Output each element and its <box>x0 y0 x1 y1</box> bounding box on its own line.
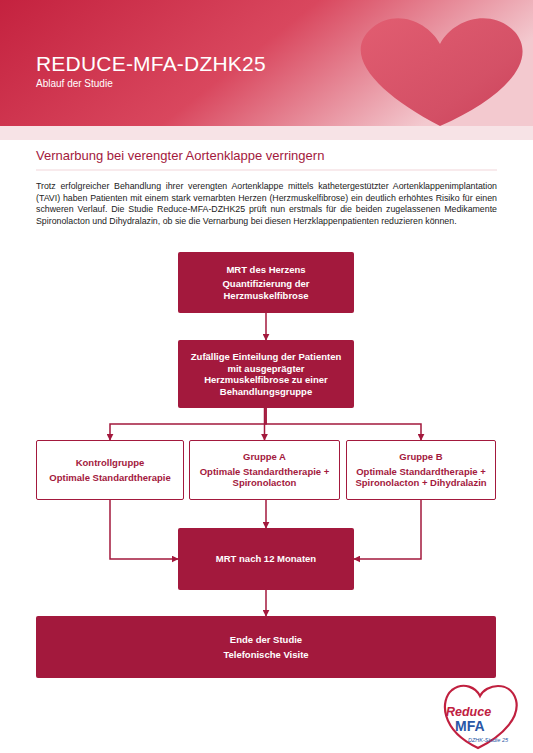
flow-arrow <box>265 590 267 616</box>
logo-text: Reduce <box>446 705 516 719</box>
node-text: Optimale Standardtherapie + Spironolacto… <box>355 466 487 489</box>
flow-arrow <box>110 408 266 440</box>
node-text: Optimale Standardtherapie <box>49 472 170 484</box>
header-band <box>0 0 533 126</box>
flow-arrow <box>354 500 421 559</box>
group-box: KontrollgruppeOptimale Standardtherapie <box>36 440 184 500</box>
flow-arrow <box>265 313 267 340</box>
separator-line <box>36 170 497 171</box>
heart-graphic <box>361 18 523 126</box>
node-text: Quantifizierung der Herzmuskelfibrose <box>186 278 346 301</box>
intro-paragraph: Trotz erfolgreicher Behandlung ihrer ver… <box>36 181 497 227</box>
node-text: Kontrollgruppe <box>76 457 145 469</box>
subtitle: Ablauf der Studie <box>36 78 336 89</box>
flow-arrow <box>266 408 421 440</box>
process-box: MRT nach 12 Monaten <box>178 528 354 590</box>
node-text: Ende der Studie <box>230 634 302 646</box>
process-box: Ende der StudieTelefonische Visite <box>36 616 496 678</box>
section-heading: Vernarbung bei verengter Aortenklappe ve… <box>36 148 506 163</box>
page-title: REDUCE-MFA-DZHK25 <box>36 52 266 76</box>
node-text: Gruppe B <box>399 451 442 463</box>
node-text: Telefonische Visite <box>223 649 308 661</box>
flow-arrow <box>265 500 267 528</box>
node-text: MRT nach 12 Monaten <box>216 553 316 565</box>
flow-arrow <box>110 500 178 559</box>
logo-text: MFA <box>455 718 515 734</box>
node-text: Gruppe A <box>243 451 286 463</box>
node-text: Zufällige Einteilung der Patienten mit a… <box>186 351 346 397</box>
process-box: Zufällige Einteilung der Patienten mit a… <box>178 340 354 408</box>
logo-caption: DZHK-Studie 25 <box>468 737 528 743</box>
node-text: Optimale Standardtherapie + Spironolacto… <box>198 466 331 489</box>
process-box: MRT des HerzensQuantifizierung der Herzm… <box>178 252 354 313</box>
group-box: Gruppe A Optimale Standardtherapie + Spir… <box>189 440 340 500</box>
node-text: MRT des Herzens <box>226 264 305 276</box>
group-box: Gruppe B Optimale Standardtherapie + Spir… <box>346 440 496 500</box>
flow-arrow <box>264 408 266 440</box>
header-shadow <box>0 126 533 140</box>
